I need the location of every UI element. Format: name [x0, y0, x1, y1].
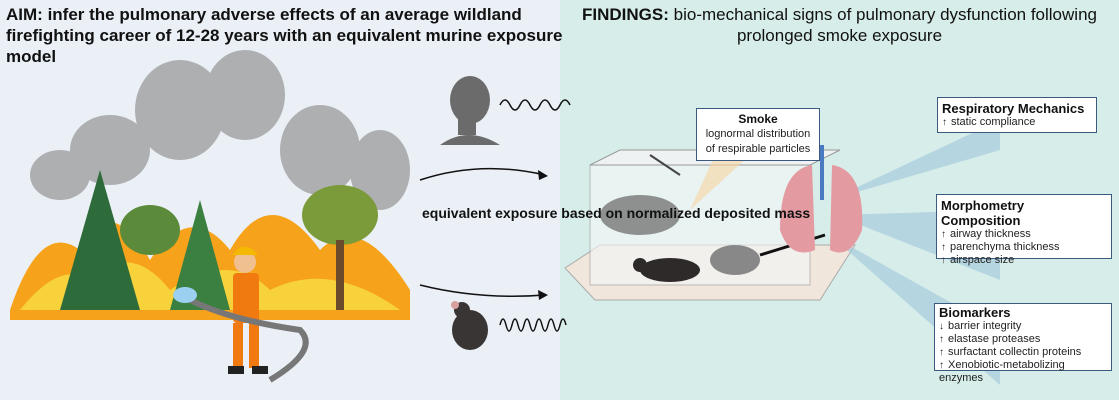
- firefighter-icon: [173, 246, 309, 383]
- finding-text: static compliance: [951, 116, 1036, 128]
- finding-item: ↑ surfactant collectin proteins: [939, 346, 1107, 359]
- finding-text: surfactant collectin proteins: [948, 346, 1082, 358]
- aim-text: infer the pulmonary adverse effects of a…: [6, 5, 563, 66]
- aim-label: AIM:: [6, 5, 43, 24]
- respiratory-mechanics-box: Respiratory Mechanics ↑ static compliance: [937, 97, 1097, 133]
- tree-icons: [60, 170, 378, 310]
- finding-text: Xenobiotic-metabolizing enzymes: [939, 359, 1065, 384]
- finding-item: ↑ airway thickness: [941, 228, 1107, 241]
- mouse-breathing-wave: [499, 318, 567, 332]
- finding-item: ↓ barrier integrity: [939, 320, 1107, 333]
- smoke-line: of respirable particles: [705, 143, 811, 155]
- finding-text: airway thickness: [950, 228, 1031, 240]
- finding-item: ↑ static compliance: [942, 116, 1092, 129]
- arrow-up-icon: ↑: [939, 360, 944, 371]
- finding-text: airspace size: [950, 254, 1015, 266]
- smoke-title: Smoke: [738, 112, 778, 126]
- exposure-chamber-icon: [564, 149, 856, 301]
- smoke-box: Smoke lognormal distribution of respirab…: [696, 108, 820, 161]
- human-head-icon: [440, 76, 500, 145]
- finding-item: ↑ parenchyma thickness: [941, 241, 1107, 254]
- finding-text: parenchyma thickness: [950, 241, 1060, 253]
- smoke-beam: [690, 155, 750, 210]
- aim-heading: AIM: infer the pulmonary adverse effects…: [6, 4, 566, 67]
- human-breathing-wave: [499, 99, 571, 111]
- arrow-up-icon: ↑: [939, 347, 944, 358]
- findings-label: FINDINGS:: [582, 5, 669, 24]
- finding-item: ↑ elastase proteases: [939, 333, 1107, 346]
- finding-text: barrier integrity: [948, 320, 1022, 332]
- finding-text: elastase proteases: [948, 333, 1041, 345]
- findings-heading: FINDINGS: bio-mechanical signs of pulmon…: [560, 4, 1119, 46]
- arrow-up-icon: ↑: [941, 255, 946, 266]
- arrow-up-icon: ↑: [939, 334, 944, 345]
- arrow-mouse[interactable]: [419, 284, 546, 297]
- arrow-down-icon: ↓: [939, 321, 944, 332]
- findings-text: bio-mechanical signs of pulmonary dysfun…: [673, 5, 1097, 45]
- mouse-icon: [451, 301, 488, 350]
- smoke-line: lognormal distribution: [705, 128, 811, 140]
- arrow-up-icon: ↑: [941, 242, 946, 253]
- finding-item: ↑Xenobiotic-metabolizing enzymes: [939, 359, 1107, 385]
- biomarkers-box: Biomarkers ↓ barrier integrity ↑ elastase …: [934, 303, 1112, 384]
- arrow-up-icon: ↑: [941, 229, 946, 240]
- morphometry-box: Morphometry Composition ↑ airway thicknes…: [936, 194, 1112, 266]
- box-title: Respiratory Mechanics: [942, 101, 1085, 116]
- finding-item: ↑ airspace size: [941, 254, 1107, 267]
- arrow-up-icon: ↑: [942, 117, 947, 128]
- box-title: Biomarkers: [939, 305, 1011, 320]
- box-title: Morphometry Composition: [941, 198, 1025, 228]
- smoke-clouds: [30, 50, 410, 210]
- arrow-human[interactable]: [419, 167, 546, 181]
- equivalent-exposure-text: equivalent exposure based on normalized …: [422, 205, 811, 221]
